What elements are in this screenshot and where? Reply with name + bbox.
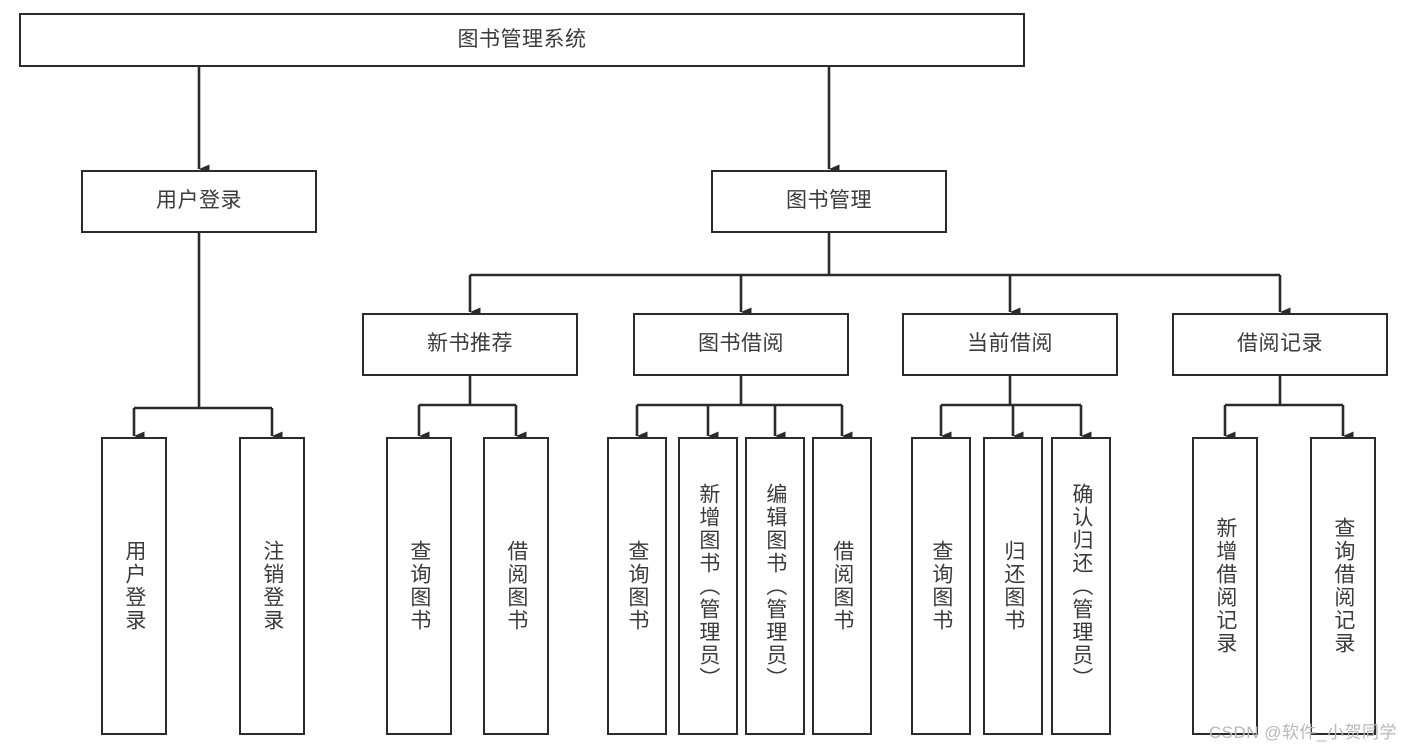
node-newbook[interactable]: 新书推荐	[362, 313, 578, 376]
node-leaf-user-logout[interactable]: 注销登录	[239, 437, 305, 735]
node-label: 图书借阅	[698, 332, 784, 356]
node-label: 查询图书	[625, 540, 649, 632]
node-label: 确认归还（管理员）	[1069, 482, 1093, 690]
node-label: 查询图书	[929, 540, 953, 632]
node-current[interactable]: 当前借阅	[902, 313, 1118, 376]
node-label: 图书管理系统	[457, 27, 587, 51]
node-leaf-nb-borrow[interactable]: 借阅图书	[483, 437, 549, 735]
node-label: 借阅记录	[1237, 332, 1323, 356]
node-label: 归还图书	[1001, 540, 1025, 632]
node-leaf-cur-return[interactable]: 归还图书	[983, 437, 1043, 735]
node-records[interactable]: 借阅记录	[1172, 313, 1388, 376]
node-label: 图书管理	[786, 189, 872, 213]
node-label: 新书推荐	[427, 332, 513, 356]
node-leaf-bk-query[interactable]: 查询图书	[607, 437, 667, 735]
node-label: 注销登录	[260, 540, 284, 632]
node-leaf-rec-query[interactable]: 查询借阅记录	[1310, 437, 1376, 735]
node-label: 查询借阅记录	[1331, 517, 1355, 655]
node-leaf-user-login[interactable]: 用户登录	[101, 437, 167, 735]
node-label: 当前借阅	[967, 332, 1053, 356]
node-label: 借阅图书	[504, 540, 528, 632]
node-leaf-nb-query[interactable]: 查询图书	[386, 437, 452, 735]
node-label: 用户登录	[122, 540, 146, 632]
node-leaf-cur-confirm[interactable]: 确认归还（管理员）	[1051, 437, 1111, 735]
node-label: 查询图书	[407, 540, 431, 632]
node-login[interactable]: 用户登录	[81, 170, 317, 233]
node-leaf-bk-edit[interactable]: 编辑图书（管理员）	[745, 437, 805, 735]
node-label: 新增图书（管理员）	[696, 482, 720, 690]
node-bookmgmt[interactable]: 图书管理	[711, 170, 947, 233]
node-label: 用户登录	[156, 189, 242, 213]
node-label: 编辑图书（管理员）	[763, 482, 787, 690]
node-leaf-bk-add[interactable]: 新增图书（管理员）	[678, 437, 738, 735]
node-borrow[interactable]: 图书借阅	[633, 313, 849, 376]
node-leaf-rec-add[interactable]: 新增借阅记录	[1192, 437, 1258, 735]
node-label: 借阅图书	[830, 540, 854, 632]
node-leaf-bk-borrow[interactable]: 借阅图书	[812, 437, 872, 735]
node-label: 新增借阅记录	[1213, 517, 1237, 655]
node-root[interactable]: 图书管理系统	[19, 13, 1025, 67]
node-leaf-cur-query[interactable]: 查询图书	[911, 437, 971, 735]
